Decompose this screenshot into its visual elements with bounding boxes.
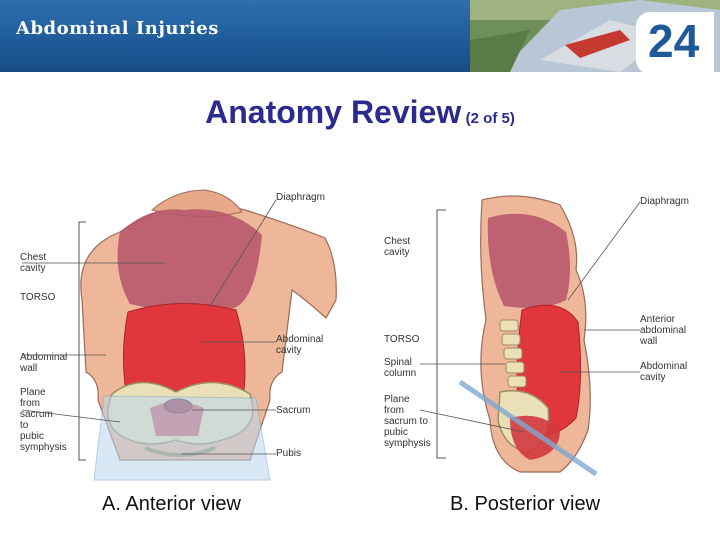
- label-posterior-torso: TORSO: [384, 334, 420, 345]
- slide-title: Anatomy Review (2 of 5): [0, 94, 720, 131]
- label-anterior-torso: TORSO: [20, 292, 56, 303]
- label-anterior-diaphragm: Diaphragm: [276, 192, 325, 203]
- anatomy-illustration: [21, 189, 641, 481]
- label-anterior-chest-cavity: Chest cavity: [20, 252, 47, 274]
- label-anterior-abdominal-wall: Abdominal wall: [20, 352, 68, 374]
- label-posterior-spinal-column: Spinal column: [384, 357, 417, 379]
- label-anterior-pubis: Pubis: [276, 448, 302, 459]
- posterior-view-figure: [419, 195, 641, 477]
- label-posterior-plane: Plane from sacrum to pubic symphysis: [384, 394, 431, 449]
- slide-title-main: Anatomy Review: [205, 94, 462, 130]
- chapter-number: 24: [648, 15, 700, 67]
- slide-header: Abdominal Injuries: [0, 0, 720, 72]
- label-anterior-plane: Plane from sacrum to pubic symphysis: [20, 387, 67, 453]
- slide-title-subtitle: (2 of 5): [465, 110, 515, 127]
- label-posterior-diaphragm: Diaphragm: [640, 196, 689, 207]
- caption-anterior-view: A. Anterior view: [102, 493, 241, 515]
- chapter-badge: [636, 12, 714, 74]
- label-posterior-abdominal-cavity: Abdominal cavity: [640, 361, 688, 383]
- caption-posterior-view: B. Posterior view: [450, 493, 601, 515]
- header-title: Abdominal Injuries: [16, 18, 219, 39]
- label-posterior-chest-cavity: Chest cavity: [384, 236, 411, 258]
- anterior-view-figure: [21, 189, 337, 481]
- label-posterior-anterior-abdominal-wall: Anterior abdominal wall: [640, 314, 687, 347]
- label-anterior-abdominal-cavity: Abdominal cavity: [276, 334, 324, 356]
- label-anterior-sacrum: Sacrum: [276, 405, 311, 416]
